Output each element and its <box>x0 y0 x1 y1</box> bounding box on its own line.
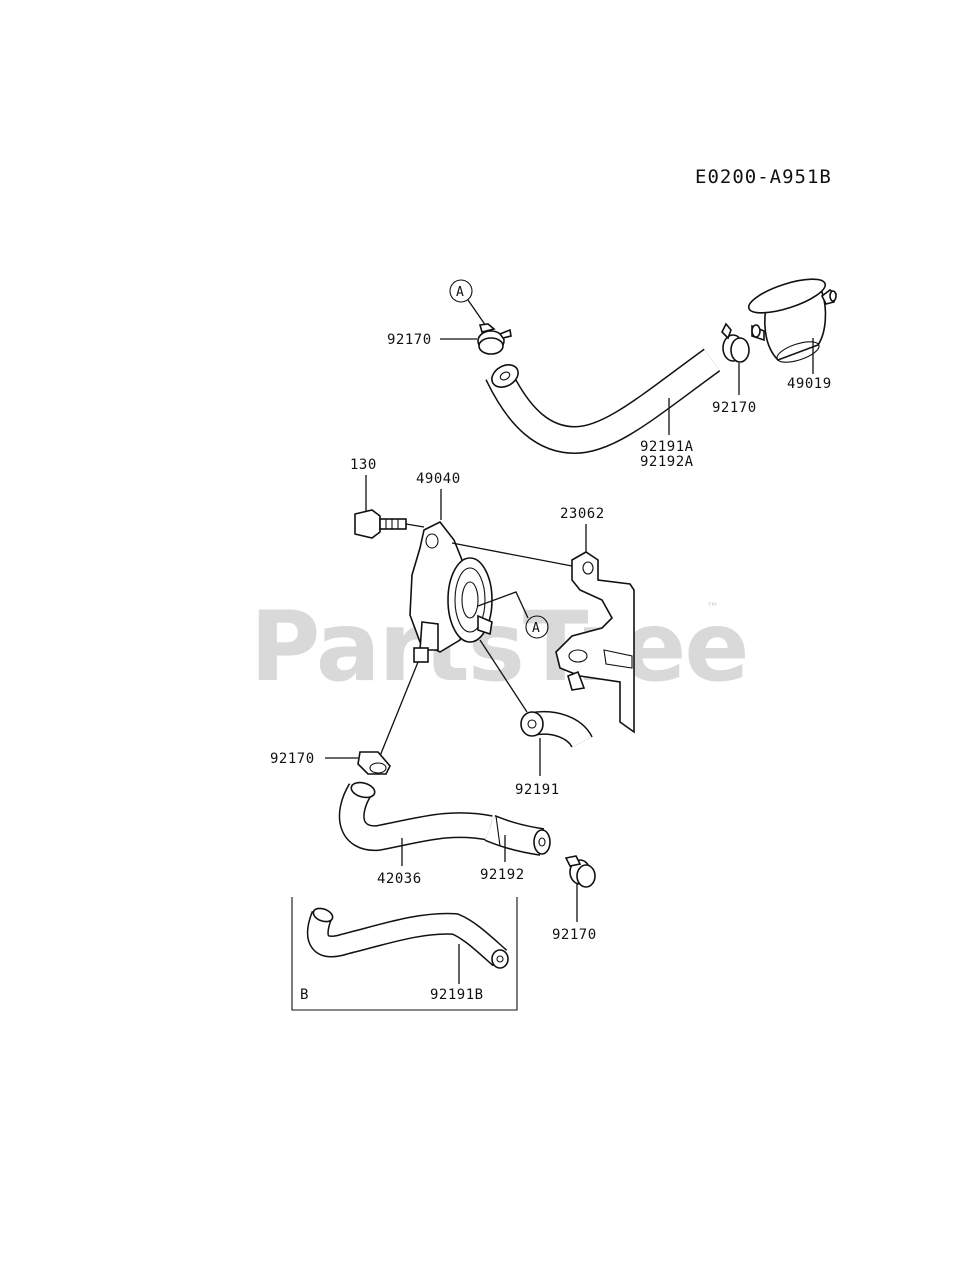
label-49040: 49040 <box>416 471 461 487</box>
label-92170-mid-left: 92170 <box>270 751 315 767</box>
hose-92191b-part <box>306 907 509 969</box>
variant-box-b: B 92191B <box>291 897 518 1011</box>
ref-a-middle-text: A <box>532 621 540 636</box>
ref-a-top-text: A <box>456 285 464 300</box>
label-92170-top-left: 92170 <box>387 332 432 348</box>
label-92170-bottom: 92170 <box>552 927 597 943</box>
bolt-part <box>354 509 407 539</box>
label-92191b: 92191B <box>430 987 484 1003</box>
watermark-text: PartsTree <box>250 591 747 703</box>
fuel-filter-part <box>747 278 837 363</box>
label-42036: 42036 <box>377 871 422 887</box>
clamp-top-right-part <box>721 322 750 363</box>
ref-a-middle: A <box>477 591 549 639</box>
pipe-42036-part <box>338 781 493 852</box>
ref-a-top: A <box>449 279 487 327</box>
trademark-symbol: ™ <box>706 601 719 616</box>
label-92191: 92191 <box>515 782 560 798</box>
label-23062: 23062 <box>560 506 605 522</box>
label-92170-top-right: 92170 <box>712 400 757 416</box>
fuel-pump-part <box>409 520 493 663</box>
label-92191a: 92191A <box>640 439 694 455</box>
label-92192a: 92192A <box>640 454 694 470</box>
label-92192: 92192 <box>480 867 525 883</box>
label-49019: 49019 <box>787 376 832 392</box>
clamp-mid-left-part <box>357 751 391 775</box>
hose-92191a-part <box>485 348 721 455</box>
hose-92192-part <box>484 814 551 856</box>
diagram-code: E0200-A951B <box>695 166 832 188</box>
clamp-top-left-part <box>477 323 512 355</box>
label-130: 130 <box>350 457 377 473</box>
bracket-part <box>555 551 635 734</box>
hose-92191-part <box>520 711 593 749</box>
clamp-bottom-part <box>564 855 596 888</box>
box-b-label: B <box>300 987 309 1003</box>
